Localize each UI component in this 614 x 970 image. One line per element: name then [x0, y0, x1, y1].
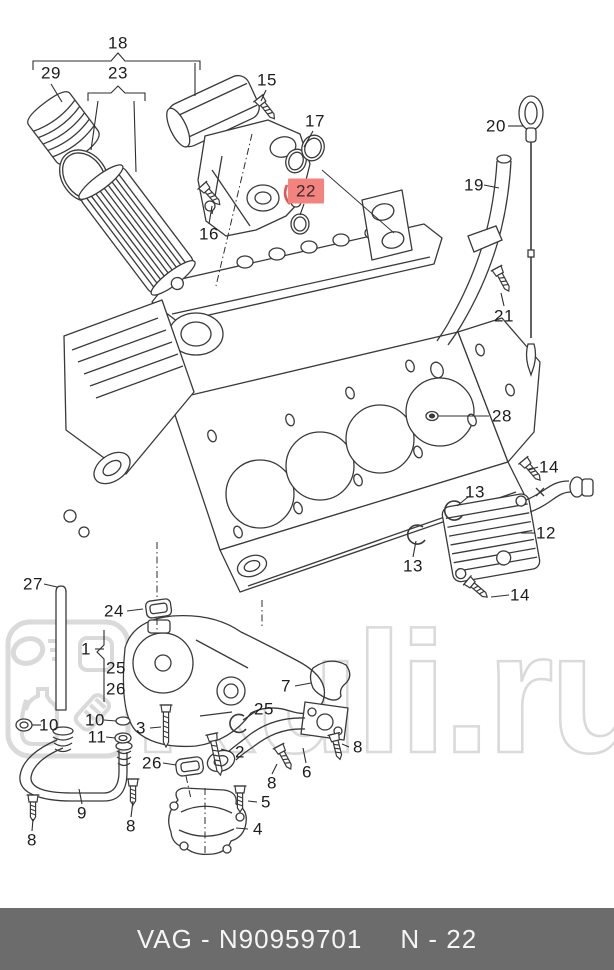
seal-28 — [425, 410, 439, 422]
parts-diagram-svg — [15, 52, 594, 856]
leader-lines — [31, 52, 539, 832]
dipstick-tube — [436, 154, 512, 346]
oil-cooler — [406, 476, 594, 583]
oil-pump — [122, 614, 325, 748]
oil-filter-element — [78, 164, 196, 296]
c-clip-25 — [229, 713, 247, 734]
diagram-stage: Ruli.ru — [5, 34, 614, 856]
washer-10-right — [115, 716, 131, 726]
c-clip-13-upper — [443, 500, 463, 521]
c-clip-13-lower — [406, 524, 426, 545]
washer-10-left — [15, 718, 33, 732]
seal-ring-17 — [285, 134, 325, 174]
dipstick — [518, 95, 544, 378]
gasket-7 — [309, 660, 351, 701]
footer-part-code: VAG - N90959701 — [136, 923, 363, 954]
washer-11 — [114, 732, 132, 744]
pump-cover — [168, 787, 247, 856]
oil-pipe-9 — [19, 726, 133, 802]
oil-filter-cap — [27, 91, 100, 165]
engine-block — [63, 189, 541, 593]
seal-ring-22 — [290, 213, 310, 235]
gasket-26 — [175, 756, 204, 777]
gasket-24 — [145, 598, 173, 619]
footer-page-code: N - 22 — [400, 923, 478, 954]
alignment-lines — [156, 133, 263, 855]
footer-bar: VAG - N90959701 N - 22 — [0, 908, 614, 970]
guide-rod — [55, 585, 67, 711]
